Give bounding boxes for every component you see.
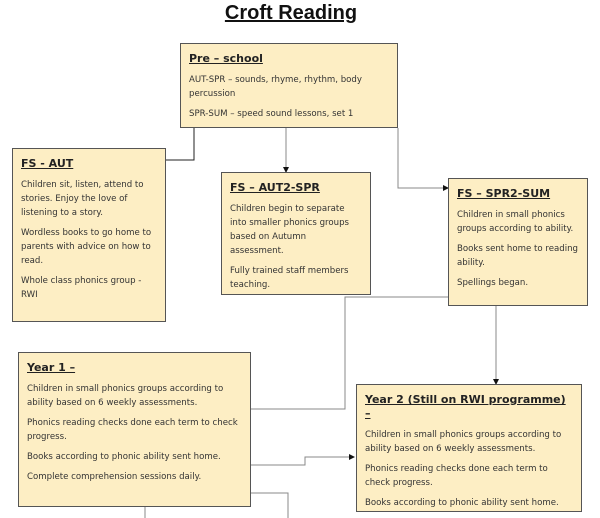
connector-spr2-year2 bbox=[492, 295, 499, 385]
box-heading: Year 1 – bbox=[27, 361, 76, 374]
box-preschool: Pre – school AUT-SPR – sounds, rhyme, rh… bbox=[180, 43, 398, 128]
box-heading: Year 2 (Still on RWI programme) – bbox=[365, 393, 566, 420]
box-text: Phonics reading checks done each term to… bbox=[365, 464, 548, 488]
box-fs-aut: FS - AUT Children sit, listen, attend to… bbox=[12, 148, 166, 322]
box-year2: Year 2 (Still on RWI programme) – Childr… bbox=[356, 384, 582, 512]
connector-year1-year2 bbox=[246, 454, 355, 466]
box-heading: FS - AUT bbox=[21, 157, 74, 170]
box-text: Children in small phonics groups accordi… bbox=[457, 210, 574, 234]
box-text: Fully trained staff members teaching. bbox=[230, 266, 349, 290]
box-text: Children begin to separate into smaller … bbox=[230, 204, 349, 256]
box-text: Children in small phonics groups accordi… bbox=[27, 384, 224, 408]
box-fs-aut2-spr: FS – AUT2-SPR Children begin to separate… bbox=[221, 172, 371, 295]
box-text: Complete comprehension sessions daily. bbox=[27, 472, 202, 482]
box-text: Children sit, listen, attend to stories.… bbox=[21, 180, 144, 218]
box-heading: FS – AUT2-SPR bbox=[230, 181, 320, 194]
box-text: Books according to phonic ability sent h… bbox=[365, 498, 559, 508]
box-text: Books sent home to reading ability. bbox=[457, 244, 579, 268]
box-fs-spr2-sum: FS – SPR2-SUM Children in small phonics … bbox=[448, 178, 588, 306]
connector-preschool-fs-spr2 bbox=[397, 128, 449, 191]
box-text: Phonics reading checks done each term to… bbox=[27, 418, 238, 442]
connector-spr2-year1 bbox=[237, 296, 453, 412]
box-text: Children in small phonics groups accordi… bbox=[365, 430, 562, 454]
page-title: Croft Reading bbox=[224, 2, 358, 24]
box-text: Books according to phonic ability sent h… bbox=[27, 452, 221, 462]
connector-preschool-fs-aut bbox=[151, 128, 195, 163]
box-heading: FS – SPR2-SUM bbox=[457, 187, 551, 200]
box-text: Whole class phonics group - RWI bbox=[21, 276, 142, 300]
box-text: SPR-SUM – speed sound lessons, set 1 bbox=[189, 109, 354, 119]
box-heading: Pre – school bbox=[189, 52, 263, 65]
box-text: Spellings began. bbox=[457, 278, 529, 288]
box-year1: Year 1 – Children in small phonics group… bbox=[18, 352, 251, 507]
box-text: AUT-SPR – sounds, rhyme, rhythm, body pe… bbox=[189, 75, 362, 99]
box-text: Wordless books to go home to parents wit… bbox=[21, 228, 152, 266]
connector-year1-down-1 bbox=[250, 492, 289, 518]
